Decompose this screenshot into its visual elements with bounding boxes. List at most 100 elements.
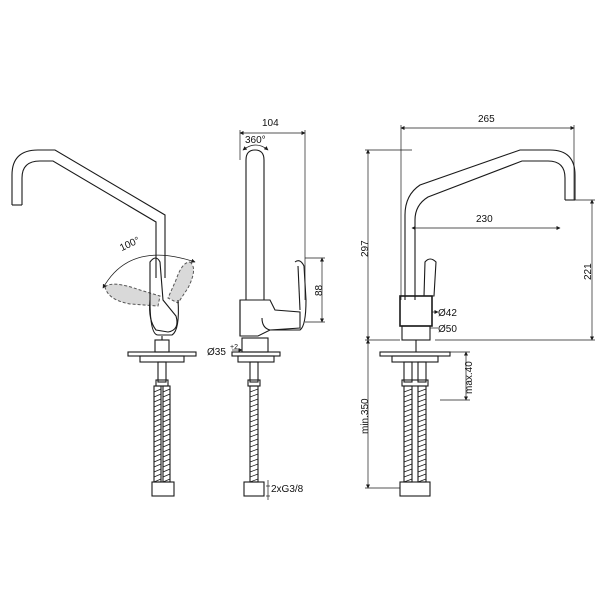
hose-braid-line [162, 458, 171, 463]
rear-body [399, 295, 433, 327]
rear-lever [423, 258, 437, 297]
hose-braid-line [417, 458, 427, 463]
hose-braid-line [162, 468, 171, 473]
hose-braid-line [417, 398, 427, 403]
hose-braid-line [249, 403, 259, 408]
hose-braid-line [153, 403, 162, 408]
hose-braid-line [162, 388, 171, 393]
hose-braid-line [153, 398, 162, 403]
hose-braid-line [403, 453, 413, 458]
front-hoses [153, 385, 171, 483]
hose-braid-line [162, 443, 171, 448]
hose-braid-line [249, 448, 259, 453]
front-spout-outer [11, 149, 166, 278]
hose-braid-line [417, 413, 427, 418]
rear-height-label: 297 [360, 240, 371, 257]
front-base-plate [127, 351, 197, 357]
side-spout [245, 149, 265, 300]
front-spout-inner [21, 160, 157, 278]
hose-braid-line [153, 473, 162, 478]
rear-spout-outer [404, 149, 576, 300]
hose-braid-line [162, 428, 171, 433]
hose-braid-line [153, 463, 162, 468]
hose-braid-line [162, 448, 171, 453]
front-hose-fittings [151, 481, 175, 497]
hose-braid-line [403, 448, 413, 453]
hose-braid-line [162, 413, 171, 418]
hose-braid-line [162, 398, 171, 403]
hose-braid-line [162, 438, 171, 443]
rear-reach-label: 265 [478, 114, 495, 125]
hose-braid-line [153, 438, 162, 443]
hose-braid-line [249, 423, 259, 428]
hose-braid-line [403, 413, 413, 418]
hose-braid-line [417, 448, 427, 453]
front-base-neck [154, 339, 170, 353]
front-lever-ghost-left [104, 283, 161, 307]
front-body [149, 299, 179, 336]
hose-braid-line [403, 443, 413, 448]
rear-base-diameter-label: Ø50 [438, 324, 457, 335]
hose-braid-line [403, 438, 413, 443]
hose-braid-line [249, 473, 259, 478]
side-base-plate [231, 351, 281, 357]
hose-braid-line [162, 423, 171, 428]
hose-braid-line [153, 448, 162, 453]
hose-braid-line [153, 453, 162, 458]
side-hose-fittings [243, 481, 265, 497]
hose-braid-line [153, 408, 162, 413]
hose-braid-line [162, 463, 171, 468]
hose-braid-line [249, 428, 259, 433]
rear-hose-fittings [399, 481, 431, 497]
hose-braid-line [153, 423, 162, 428]
rear-nut [401, 379, 429, 387]
hose-braid-line [417, 468, 427, 473]
hose-braid-line [403, 473, 413, 478]
hose-braid-line [162, 403, 171, 408]
hose-braid-line [249, 388, 259, 393]
side-swivel-label: 360° [245, 135, 266, 146]
hose-braid-line [249, 433, 259, 438]
side-rod [249, 361, 259, 383]
hose-braid-line [153, 393, 162, 398]
hose-braid-line [153, 428, 162, 433]
rear-spout-reach-label: 230 [476, 214, 493, 225]
hose-braid-line [162, 473, 171, 478]
hose-braid-line [403, 423, 413, 428]
side-body [239, 299, 301, 337]
side-base-neck [241, 337, 269, 353]
rear-rod-right [417, 361, 427, 383]
hose-braid-line [403, 388, 413, 393]
hose-braid-line [417, 408, 427, 413]
front-rotation-label: 100° [118, 235, 141, 254]
rear-hose-length-label: min.350 [360, 398, 371, 434]
hose-braid-line [417, 453, 427, 458]
hose-braid-line [153, 468, 162, 473]
front-rod [157, 361, 167, 383]
side-hole-diameter-label: Ø35 [207, 347, 226, 358]
hose-braid-line [162, 453, 171, 458]
rear-base-plate [379, 351, 451, 357]
hose-braid-line [162, 433, 171, 438]
hose-braid-line [403, 468, 413, 473]
hose-braid-line [249, 398, 259, 403]
hose-braid-line [403, 458, 413, 463]
side-base-nut [237, 355, 275, 363]
hose-braid-line [249, 408, 259, 413]
side-swivel-arc [242, 144, 269, 151]
rear-spout-height-label: 221 [583, 263, 594, 280]
hose-braid-line [417, 443, 427, 448]
hose-braid-line [153, 443, 162, 448]
front-nut [155, 379, 169, 387]
hose-braid-line [249, 418, 259, 423]
hose-braid-line [403, 398, 413, 403]
hose-braid-line [249, 413, 259, 418]
rear-rod-left [403, 361, 413, 383]
hose-braid-line [249, 468, 259, 473]
hose-braid-line [153, 458, 162, 463]
rear-base-nut [391, 355, 439, 363]
hose-braid-line [249, 453, 259, 458]
side-hoses [249, 385, 259, 483]
